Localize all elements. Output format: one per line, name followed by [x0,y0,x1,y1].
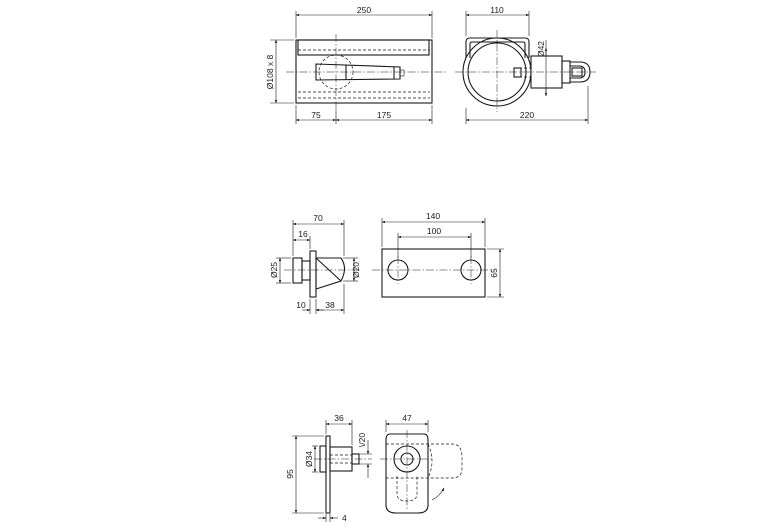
dim-total-width: 220 [520,110,534,120]
dim-thickness-3: 4 [342,513,347,523]
dim-tip-diameter: Ø20 [351,262,361,278]
drawing-2-side-view: 70 16 Ø25 Ø20 10 38 [269,213,361,314]
dim-side-width-3: 36 [334,413,344,423]
dim-plate-width: 140 [426,211,440,221]
dim-cone: 38 [325,300,335,310]
dim-total-length: 70 [313,213,323,223]
dim-pin-diameter: Ø42 [536,41,546,57]
drawing-1-front-view: 250 Ø108 x 8 75 175 [265,5,446,124]
dim-head-length: 16 [298,229,308,239]
dim-flange: 10 [296,300,306,310]
dim-pin-diameter-3: Ø34 [304,451,314,467]
drawing-3-side-view: 36 Ø34 95 \/20 4 [285,413,372,523]
dim-front-width-3: 47 [402,413,412,423]
dim-side-width: 110 [490,5,504,15]
drawing-3-front-view: 47 [380,413,463,514]
dim-shaft-diameter: Ø25 [269,262,279,278]
dim-height-3: 95 [285,469,295,479]
dim-angle-3: \/20 [357,433,367,447]
dim-hole-spacing: 100 [427,226,441,236]
dim-width: 250 [357,5,371,15]
dim-plate-height: 65 [489,268,499,278]
drawing-2-plate-view: 140 100 65 [372,211,504,298]
dim-diameter: Ø108 x 8 [265,54,275,89]
dim-right-part: 175 [377,110,391,120]
drawing-1-side-view: 110 Ø42 220 [455,5,596,124]
dim-left-part: 75 [311,110,321,120]
